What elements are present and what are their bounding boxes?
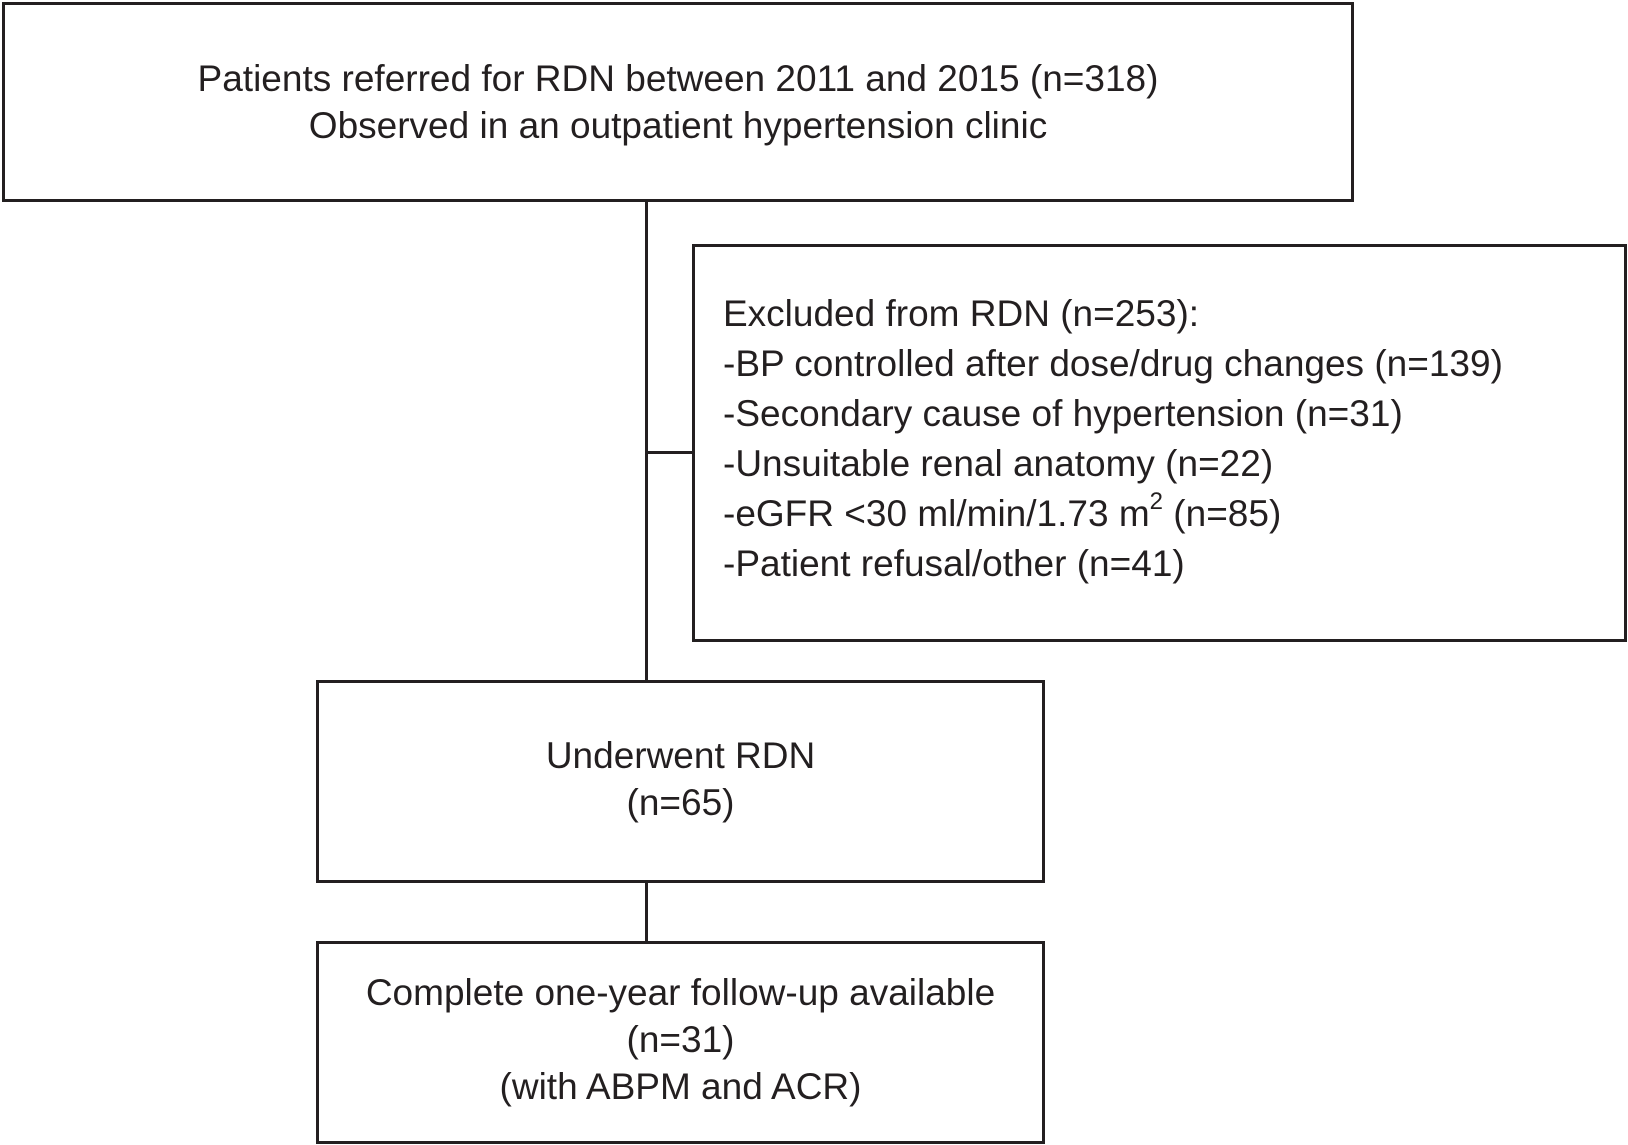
followup-box: Complete one-year follow-up available (n…	[316, 941, 1045, 1144]
followup-line-1: Complete one-year follow-up available	[365, 972, 996, 1013]
referred-line-2: Observed in an outpatient hypertension c…	[308, 105, 1048, 146]
excluded-item-renal-anatomy: -Unsuitable renal anatomy (n=22)	[723, 443, 1274, 484]
followup-line-3: (with ABPM and ACR)	[499, 1066, 862, 1107]
connector-lower-vertical	[645, 883, 648, 943]
excluded-item-bp-controlled: -BP controlled after dose/drug changes (…	[723, 343, 1503, 384]
connector-main-vertical	[645, 202, 648, 682]
egfr-suffix: (n=85)	[1163, 493, 1282, 534]
excluded-item-secondary-cause: -Secondary cause of hypertension (n=31)	[723, 393, 1403, 434]
excluded-item-egfr: -eGFR <30 ml/min/1.73 m2 (n=85)	[723, 489, 1503, 539]
referred-patients-box: Patients referred for RDN between 2011 a…	[2, 2, 1354, 202]
underwent-line-2: (n=65)	[626, 782, 735, 823]
excluded-box: Excluded from RDN (n=253): -BP controlle…	[692, 244, 1627, 642]
excluded-title: Excluded from RDN (n=253):	[723, 293, 1200, 334]
connector-exclusion-branch	[645, 451, 694, 454]
underwent-line-1: Underwent RDN	[545, 735, 816, 776]
underwent-rdn-box: Underwent RDN (n=65)	[316, 680, 1045, 883]
egfr-prefix: -eGFR <30 ml/min/1.73 m	[723, 493, 1150, 534]
followup-line-2: (n=31)	[626, 1019, 735, 1060]
egfr-superscript: 2	[1149, 487, 1164, 515]
referred-line-1: Patients referred for RDN between 2011 a…	[197, 58, 1159, 99]
excluded-item-refusal: -Patient refusal/other (n=41)	[723, 543, 1185, 584]
